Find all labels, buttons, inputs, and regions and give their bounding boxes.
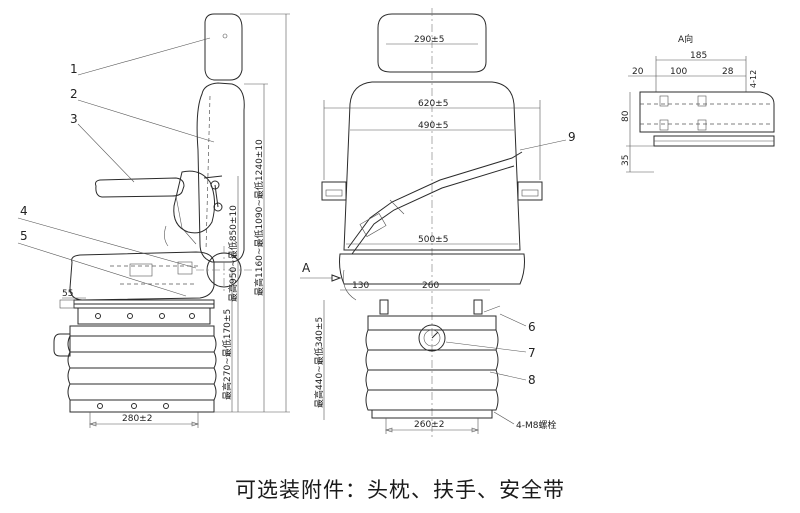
dim-1160: 最高1160~最低1090~最低1240±10 xyxy=(253,139,265,296)
callout-4: 4 xyxy=(20,204,28,218)
callout-8: 8 xyxy=(528,373,536,387)
dim-290: 290±5 xyxy=(414,35,444,45)
detail-dim-185: 185 xyxy=(690,51,707,61)
callout-6: 6 xyxy=(528,320,536,334)
dim-260-bottom: 260±2 xyxy=(414,420,444,430)
dim-280: 280±2 xyxy=(122,414,152,424)
front-view: 290±5 620±5 490±5 500±5 130 260 xyxy=(300,8,576,440)
seat-cushion-front xyxy=(339,253,525,285)
dim-950: 最高950~最低850±10 xyxy=(227,205,239,302)
detail-dim-20: 20 xyxy=(632,67,644,77)
detail-dim-28: 28 xyxy=(722,67,734,77)
headrest-side xyxy=(204,13,243,81)
detail-dim-100: 100 xyxy=(670,67,687,77)
bolt-spec: 4-M8螺栓 xyxy=(516,419,556,431)
caption-optional-accessories: 可选装附件：头枕、扶手、安全带 xyxy=(235,478,565,502)
rail-body xyxy=(639,91,775,133)
armrest-left-front xyxy=(321,181,347,201)
callout-2: 2 xyxy=(70,87,78,101)
seat-belt xyxy=(347,151,523,249)
bellows-front xyxy=(365,329,499,419)
armrest-side xyxy=(95,177,185,198)
backrest-front xyxy=(343,81,521,251)
callout-3: 3 xyxy=(70,112,78,126)
callout-9: 9 xyxy=(568,130,576,144)
detail-dim-4-12: 4-12 xyxy=(749,70,758,88)
headrest-center-mark xyxy=(222,33,228,39)
dim-260-top: 260 xyxy=(422,281,439,291)
height-knob xyxy=(53,333,71,357)
seat-technical-drawing: 280±2 55 最高270~最低170±5 最高950~最低850±10 最高… xyxy=(17,8,775,440)
side-view: 280±2 55 最高270~最低170±5 最高950~最低850±10 最高… xyxy=(17,13,290,428)
detail-view-a: A向 185 20 100 28 4-12 80 35 xyxy=(621,33,775,173)
arrow-a-label: A xyxy=(302,261,311,275)
dim-500: 500±5 xyxy=(418,235,448,245)
backrest-side xyxy=(196,82,245,263)
dim-490: 490±5 xyxy=(418,121,448,131)
dim-270: 最高270~最低170±5 xyxy=(221,309,233,400)
bellows-side xyxy=(67,325,217,413)
recliner-mechanism xyxy=(173,170,216,234)
dim-55: 55 xyxy=(62,289,73,299)
dim-440: 最高440~最低340±5 xyxy=(313,317,325,408)
weight-gauge xyxy=(418,324,446,352)
suspension-top-plate xyxy=(77,307,211,325)
headrest-front xyxy=(377,13,487,73)
dim-620: 620±5 xyxy=(418,99,448,109)
dim-130: 130 xyxy=(352,281,369,291)
detail-dim-80: 80 xyxy=(621,110,631,122)
callout-5: 5 xyxy=(20,229,28,243)
callout-1: 1 xyxy=(70,62,78,76)
armrest-right-front xyxy=(517,181,543,201)
detail-dim-35: 35 xyxy=(621,155,631,166)
callout-7: 7 xyxy=(528,346,536,360)
detail-title: A向 xyxy=(678,33,693,45)
